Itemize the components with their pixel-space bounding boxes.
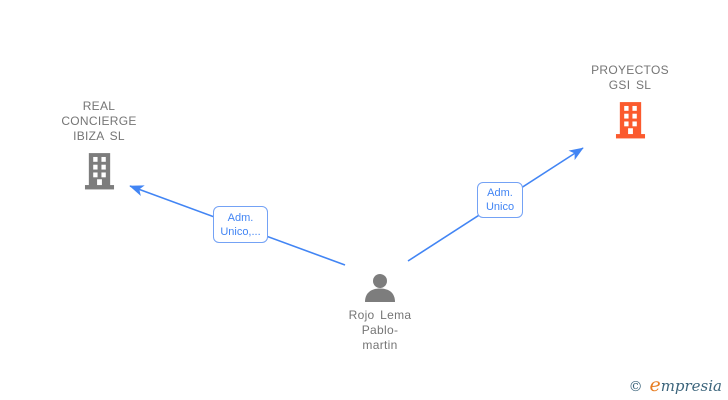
edge-label-adm-unico-right[interactable]: Adm. Unico <box>477 182 523 218</box>
person-node[interactable]: Rojo Lema Pablo-martin <box>348 274 412 353</box>
person-icon <box>365 274 395 302</box>
copyright-symbol: © <box>628 379 643 395</box>
company-node-proyectos-gsi[interactable]: PROYECTOS GSI SL <box>584 63 676 139</box>
building-icon <box>615 102 645 139</box>
edge-label-adm-unico-left[interactable]: Adm. Unico,... <box>213 206 268 243</box>
building-icon <box>84 153 114 190</box>
brand-initial: e <box>649 374 661 396</box>
company-name: REAL CONCIERGE IBIZA SL <box>61 99 137 143</box>
company-node-real-concierge[interactable]: REAL CONCIERGE IBIZA SL <box>53 99 145 190</box>
company-name: PROYECTOS GSI SL <box>591 63 669 92</box>
empresia-watermark[interactable]: © empresia <box>629 374 722 396</box>
person-name: Rojo Lema Pablo-martin <box>348 308 412 352</box>
brand-rest: mpresia <box>660 377 722 395</box>
